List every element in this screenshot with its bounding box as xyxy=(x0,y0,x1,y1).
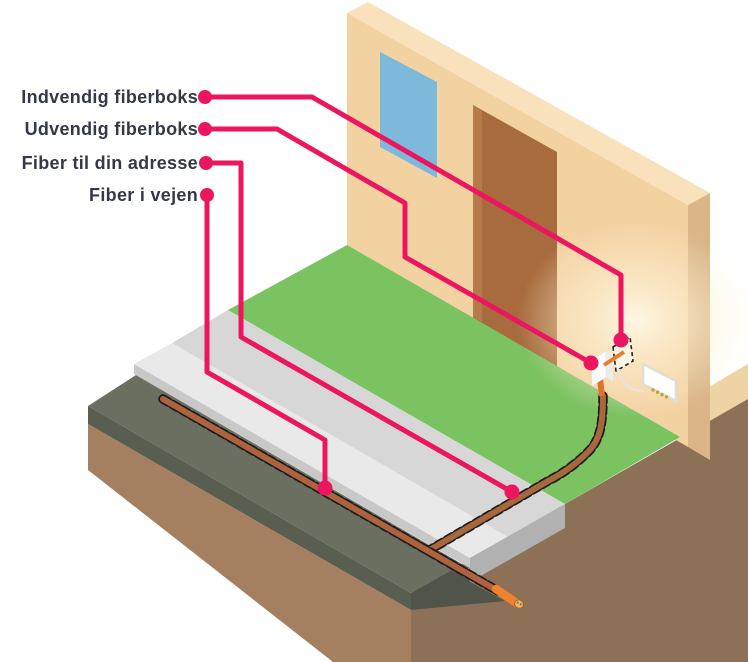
label-fiber-til-din-adresse: Fiber til din adresse xyxy=(21,153,198,173)
wall-glow xyxy=(517,222,748,418)
road-cut-end xyxy=(411,564,505,610)
leader-indvendig xyxy=(202,94,624,342)
port-led xyxy=(651,388,655,392)
sidewalk-front-face xyxy=(134,364,470,568)
door-frame-edge xyxy=(473,105,482,322)
sidewalk-surface xyxy=(172,310,565,537)
road-front-face xyxy=(88,406,411,610)
indoor-fiberbox xyxy=(641,362,678,403)
leader-lines xyxy=(202,94,624,495)
house-branch-cable xyxy=(423,391,608,556)
leader-udvendig xyxy=(202,126,594,366)
indoor-box-body xyxy=(641,362,678,403)
port-led xyxy=(655,390,660,394)
wall-top-edge xyxy=(347,2,710,205)
label-fiber-i-vejen: Fiber i vejen xyxy=(89,185,198,205)
box-drop-cable xyxy=(597,378,605,397)
label-udvendig-fiberboks: Udvendig fiberboks xyxy=(24,119,198,139)
outdoor-box-side xyxy=(606,351,613,381)
underground-fiber-cable xyxy=(158,394,524,609)
sidewalk-end-face xyxy=(470,504,565,582)
cable-stub xyxy=(602,350,626,367)
port-led xyxy=(660,392,664,397)
lawn xyxy=(228,245,680,504)
road-surface xyxy=(88,375,462,593)
sidewalk-curb-band xyxy=(134,343,508,558)
leader-vejen xyxy=(204,192,328,490)
soil-face-left xyxy=(88,424,411,662)
port-led xyxy=(664,395,669,399)
ground-behind-wall xyxy=(707,364,748,424)
leader-adresse xyxy=(203,160,515,495)
cable-tip xyxy=(491,584,524,609)
leader-dots xyxy=(198,90,629,500)
label-indvendig-fiberboks: Indvendig fiberboks xyxy=(21,87,198,107)
indoor-patch-cable xyxy=(617,368,645,393)
